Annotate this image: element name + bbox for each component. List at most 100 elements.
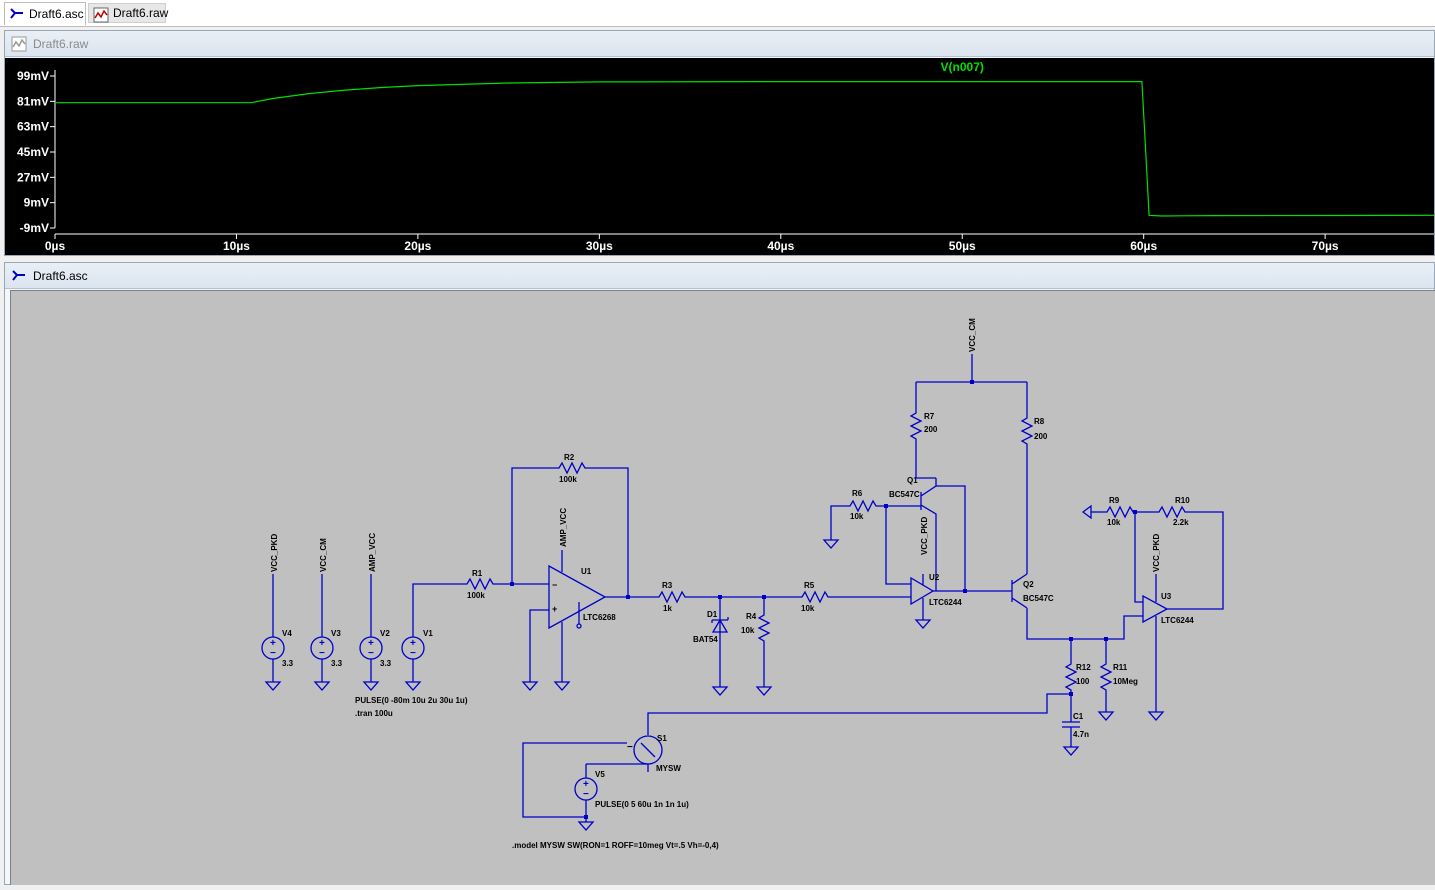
- r8-ref: R8: [1034, 417, 1045, 426]
- resistor-r2[interactable]: R2 100k: [552, 453, 592, 484]
- d1-ref: D1: [707, 610, 718, 619]
- u3-ref: U3: [1161, 592, 1172, 601]
- r1-ref: R1: [472, 569, 483, 578]
- q1-ref: Q1: [907, 476, 918, 485]
- r12-value: 100: [1076, 677, 1090, 686]
- vcc-cm-net-label: VCC_CM: [968, 318, 977, 352]
- opamp-u1[interactable]: − + U1 LTC6268 AMP_VCC: [522, 508, 628, 691]
- svg-text:+: +: [552, 604, 557, 614]
- u2-value: LTC6244: [929, 598, 962, 607]
- opamp-u3[interactable]: U3 LTC6244 VCC_PKD: [1134, 511, 1224, 721]
- tab-waveform-label: Draft6.raw: [113, 6, 169, 20]
- u2-net: VCC_PKD: [920, 517, 929, 555]
- r5-value: 10k: [801, 604, 815, 613]
- v4-net: VCC_PKD: [270, 534, 279, 572]
- y-tick-label: 81mV: [17, 94, 49, 108]
- x-tick-label: 0µs: [45, 239, 66, 253]
- r10-ref: R10: [1175, 496, 1190, 505]
- source-v1[interactable]: V1: [401, 583, 461, 691]
- resistor-r8[interactable]: R8 200: [1021, 382, 1048, 451]
- q2-value: BC547C: [1023, 594, 1054, 603]
- r9-ref: R9: [1109, 496, 1120, 505]
- r7-ref: R7: [924, 412, 935, 421]
- v2-value: 3.3: [380, 659, 392, 668]
- x-tick-label: 20µs: [404, 239, 431, 253]
- waveform-icon: [93, 7, 109, 23]
- y-tick-label: -9mV: [20, 221, 49, 235]
- svg-text:−: −: [627, 742, 633, 753]
- r1-value: 100k: [467, 591, 485, 600]
- transistor-q2[interactable]: Q2 BC547C: [1006, 450, 1143, 640]
- y-tick-label: 45mV: [17, 145, 49, 159]
- source-v4[interactable]: V4 3.3 VCC_PKD: [261, 534, 294, 691]
- model-directive: .model MYSW SW(RON=1 ROFF=10meg Vt=.5 Vh…: [512, 841, 719, 850]
- r4-value: 10k: [741, 626, 755, 635]
- x-tick-label: 60µs: [1130, 239, 1157, 253]
- pulse-directive: PULSE(0 -80m 10u 2u 30u 1u): [355, 696, 468, 705]
- schematic-canvas[interactable]: +− V4 3.3 VCC_PKD V3 3.3 VCC_CM V2: [10, 290, 1435, 885]
- schematic-drawing[interactable]: +− V4 3.3 VCC_PKD V3 3.3 VCC_CM V2: [11, 291, 1435, 885]
- resistor-r6[interactable]: R6 10k: [830, 489, 883, 540]
- tab-waveform[interactable]: Draft6.raw: [88, 3, 169, 23]
- waveform-window-titlebar[interactable]: Draft6.raw: [5, 31, 1434, 57]
- r6-value: 10k: [850, 512, 864, 521]
- trace-label: V(n007): [941, 60, 984, 74]
- y-tick-label: 63mV: [17, 120, 49, 134]
- s1-value: MYSW: [656, 764, 681, 773]
- s1-ref: S1: [657, 734, 667, 743]
- u1-ref: U1: [581, 567, 592, 576]
- q2-ref: Q2: [1023, 580, 1034, 589]
- r9-value: 10k: [1107, 518, 1121, 527]
- schematic-icon: [10, 8, 23, 19]
- source-v5[interactable]: V5 PULSE(0 5 60u 1n 1n 1u): [574, 763, 689, 831]
- document-tab-bar: Draft6.asc Draft6.raw: [0, 0, 1435, 27]
- schematic-window-titlebar[interactable]: Draft6.asc: [5, 263, 1434, 289]
- x-tick-label: 70µs: [1312, 239, 1339, 253]
- resistor-r10[interactable]: R10 2.2k: [1139, 496, 1192, 527]
- resistor-r3[interactable]: R3 1k: [628, 581, 692, 613]
- y-tick-label: 99mV: [17, 69, 49, 83]
- capacitor-c1[interactable]: C1 4.7n: [1062, 696, 1089, 747]
- v3-ref: V3: [331, 629, 341, 638]
- diode-d1[interactable]: D1 BAT54: [693, 610, 729, 644]
- source-v3[interactable]: V3 3.3 VCC_CM: [310, 538, 343, 691]
- y-tick-label: 27mV: [17, 170, 49, 184]
- resistor-r11[interactable]: R11 10Meg: [1100, 639, 1138, 712]
- v2-net: AMP_VCC: [368, 533, 377, 572]
- r11-value: 10Meg: [1113, 677, 1138, 686]
- transistor-q1[interactable]: Q1 BC547C: [889, 476, 966, 592]
- r3-value: 1k: [663, 604, 672, 613]
- svg-text:−: −: [552, 580, 557, 590]
- resistor-r12[interactable]: R12 100: [1065, 639, 1091, 697]
- r10-value: 2.2k: [1173, 518, 1189, 527]
- resistor-r7[interactable]: R7 200: [910, 406, 938, 446]
- x-tick-label: 40µs: [767, 239, 794, 253]
- r12-ref: R12: [1076, 663, 1091, 672]
- u1-value: LTC6268: [583, 613, 616, 622]
- opamp-u2[interactable]: U2 LTC6244 VCC_PKD: [910, 517, 1006, 629]
- r8-value: 200: [1034, 432, 1048, 441]
- r11-ref: R11: [1113, 663, 1128, 672]
- source-v2[interactable]: V2 3.3 AMP_VCC: [359, 533, 392, 691]
- schematic-window-title: Draft6.asc: [33, 268, 88, 283]
- r2-value: 100k: [559, 475, 577, 484]
- tab-schematic[interactable]: Draft6.asc: [4, 2, 86, 25]
- u3-value: LTC6244: [1161, 616, 1194, 625]
- resistor-r9[interactable]: R9 10k: [1081, 496, 1140, 527]
- waveform-window-title: Draft6.raw: [33, 36, 89, 51]
- r2-ref: R2: [564, 453, 575, 462]
- v5-value: PULSE(0 5 60u 1n 1n 1u): [595, 800, 689, 809]
- resistor-r5[interactable]: R5 10k: [795, 581, 835, 613]
- schematic-window[interactable]: Draft6.asc + − V4 3.3 VCC_PKD V3 3.3: [4, 262, 1435, 885]
- trace-v-n007-: [55, 81, 1435, 217]
- resistor-r4[interactable]: R4 10k: [741, 608, 770, 648]
- v4-value: 3.3: [282, 659, 294, 668]
- resistor-r1[interactable]: R1 100k: [460, 569, 500, 600]
- r3-ref: R3: [662, 581, 673, 590]
- x-tick-label: 30µs: [586, 239, 613, 253]
- r4-ref: R4: [746, 612, 757, 621]
- q1-value: BC547C: [889, 490, 920, 499]
